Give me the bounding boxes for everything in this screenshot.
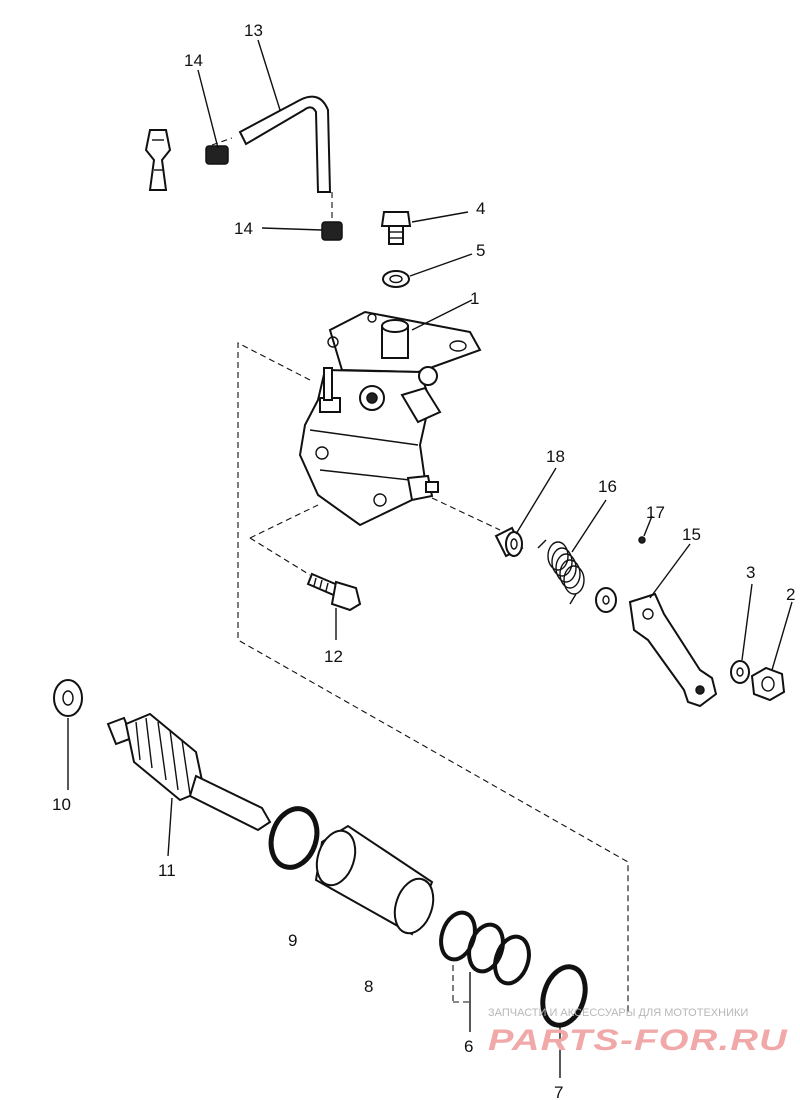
callout-3: 3 (746, 563, 755, 582)
callout-8: 8 (364, 977, 373, 996)
callout-9: 9 (288, 931, 297, 950)
oil-pump-body-1 (298, 310, 482, 527)
o-ring-9 (268, 806, 320, 870)
nut-2 (750, 666, 786, 702)
callout-6: 6 (464, 1037, 473, 1056)
assembly-dashed-lines (211, 137, 629, 1012)
callout-1: 1 (470, 289, 479, 308)
watermark: ЗАПЧАСТИ И АКСЕССУАРЫ ДЛЯ МОТОТЕХНИКИ PA… (488, 1007, 788, 1057)
bolt-12 (306, 572, 362, 612)
callout-17: 17 (646, 503, 665, 522)
hose-clip-14-upper (205, 145, 229, 165)
lockwasher-3 (730, 660, 750, 684)
pin-17 (638, 536, 646, 544)
callout-12: 12 (324, 647, 343, 666)
washer-5 (382, 270, 410, 288)
bolt-4 (380, 211, 412, 245)
hose-clip-14-lower (321, 221, 343, 241)
callout-15: 15 (682, 525, 701, 544)
callout-2: 2 (786, 585, 795, 604)
shims-6 (439, 910, 531, 986)
callout-18: 18 (546, 447, 565, 466)
collar-18 (494, 526, 524, 558)
callout-16: 16 (598, 477, 617, 496)
hose-13 (238, 95, 332, 193)
callout-11: 11 (158, 861, 176, 880)
leader-lines (67, 39, 793, 1078)
callout-labels: 13 14 14 4 5 1 18 16 17 15 3 2 12 10 11 … (52, 21, 795, 1100)
washer-10 (53, 679, 83, 717)
callout-13: 13 (244, 21, 263, 40)
callout-10: 10 (52, 795, 71, 814)
o-ring-7 (540, 964, 588, 1028)
lever-15 (628, 592, 718, 708)
watermark-brand: PARTS-FOR.RU (488, 1024, 788, 1057)
drive-gear-shaft-11 (106, 712, 272, 832)
watermark-caption: ЗАПЧАСТИ И АКСЕССУАРЫ ДЛЯ МОТОТЕХНИКИ (488, 1007, 748, 1019)
callout-7: 7 (554, 1083, 563, 1100)
washer-near-17 (595, 587, 617, 613)
callout-5: 5 (476, 241, 485, 260)
bushing-8 (314, 824, 435, 936)
callout-14-upper: 14 (184, 51, 203, 70)
callout-4: 4 (476, 199, 485, 218)
nipple-fitting (144, 129, 172, 191)
callout-14-lower: 14 (234, 219, 253, 238)
spring-16 (537, 539, 585, 605)
